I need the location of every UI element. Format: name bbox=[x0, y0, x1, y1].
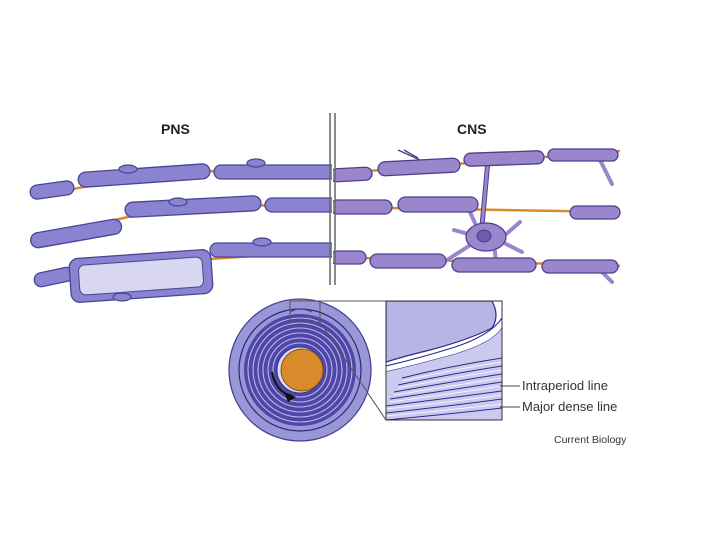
intraperiod-line-label: Intraperiod line bbox=[522, 378, 608, 393]
cns-fiber-1 bbox=[330, 149, 618, 182]
cns-fiber-3 bbox=[330, 251, 618, 273]
pns-fiber-2 bbox=[29, 195, 340, 248]
credit-label: Current Biology bbox=[554, 434, 626, 446]
major-dense-line-label: Major dense line bbox=[522, 399, 617, 414]
pns-fiber-3 bbox=[33, 238, 340, 303]
callout-leaders bbox=[500, 386, 520, 407]
pns-fiber-1 bbox=[29, 159, 340, 200]
myelin-cross-section bbox=[229, 299, 371, 441]
pns-cns-divider bbox=[330, 113, 335, 285]
pns-label: PNS bbox=[161, 121, 190, 137]
magnified-inset bbox=[386, 301, 502, 420]
pns-fibers bbox=[29, 159, 340, 303]
oligodendrocyte bbox=[466, 223, 506, 251]
cns-label: CNS bbox=[457, 121, 487, 137]
cns-fiber-2 bbox=[330, 197, 620, 219]
cns-fibers bbox=[330, 149, 620, 282]
